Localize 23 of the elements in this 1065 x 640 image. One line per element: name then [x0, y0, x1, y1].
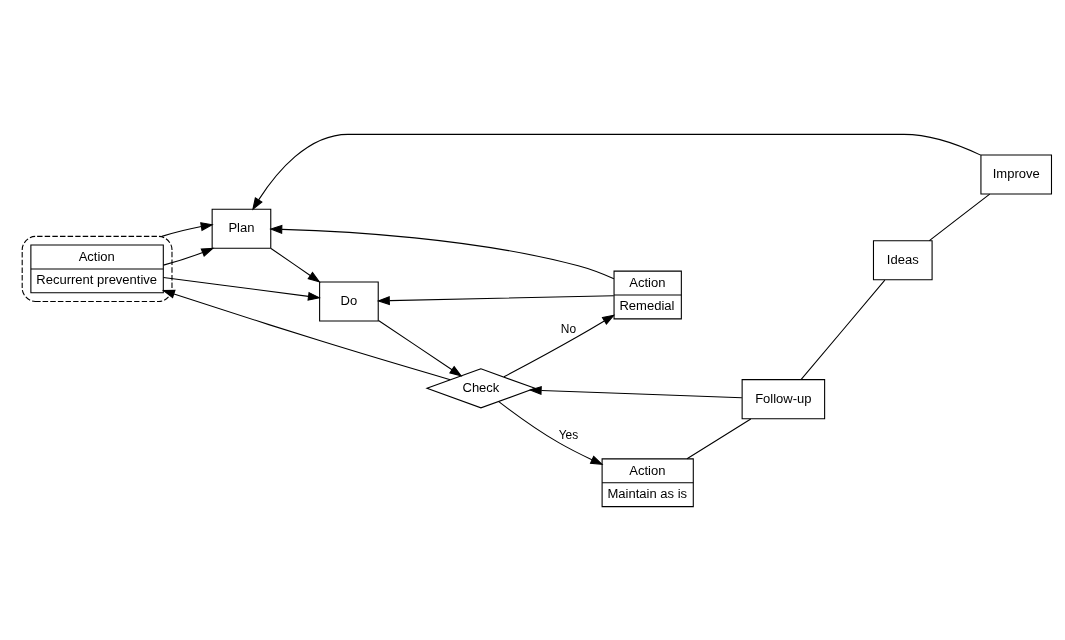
node-box: Ideas — [872, 239, 933, 280]
arrow — [161, 289, 451, 380]
arrow — [503, 313, 616, 377]
node-box: Follow-up — [741, 378, 826, 419]
arrow — [162, 276, 321, 301]
node-box: Plan — [211, 208, 272, 249]
arrow — [252, 133, 982, 211]
cluster — [21, 235, 173, 302]
arrow — [498, 400, 604, 465]
edge-label: Yes — [558, 427, 579, 442]
arrow — [162, 247, 215, 266]
arrow — [270, 247, 321, 283]
connector — [686, 417, 752, 459]
arrow — [377, 319, 463, 377]
connector — [800, 279, 886, 380]
edge-label: No — [560, 321, 577, 336]
connector — [928, 193, 991, 241]
arrow — [528, 385, 743, 398]
arrow — [376, 294, 615, 305]
node-box: Improve — [980, 153, 1053, 195]
arrow — [269, 224, 615, 279]
arrow — [161, 221, 214, 237]
node-box: Do — [319, 280, 379, 322]
